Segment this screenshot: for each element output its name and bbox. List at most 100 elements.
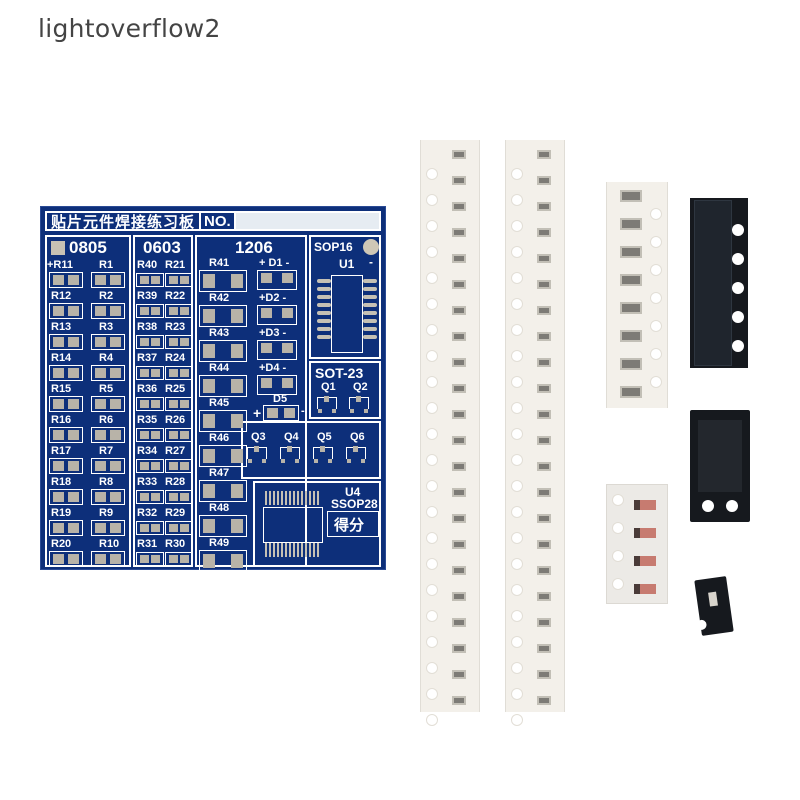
resistor-label: R44 xyxy=(209,362,230,374)
sot23-tape-hole xyxy=(732,253,744,265)
resistor-pad-0603 xyxy=(136,366,164,380)
sot23-pads xyxy=(349,409,369,413)
smd-resistor-1206 xyxy=(620,386,642,398)
resistor-label: R41 xyxy=(209,257,230,269)
ssop28-pin xyxy=(317,491,319,505)
ssop28-pin xyxy=(309,491,311,505)
transistor-label: Q3 xyxy=(251,431,266,443)
resistor-label: R28 xyxy=(165,476,186,488)
resistor-pad-0603 xyxy=(165,397,193,411)
diode-pad xyxy=(257,375,297,395)
sprocket-hole xyxy=(650,236,662,248)
smd-resistor xyxy=(537,514,551,523)
smd-resistor xyxy=(452,618,466,627)
diode-pad xyxy=(263,405,299,421)
sot23-pads xyxy=(317,409,337,413)
ssop28-pin xyxy=(297,491,299,505)
ssop28-pin xyxy=(313,491,315,505)
smd-resistor xyxy=(537,306,551,315)
transistor-label: Q6 xyxy=(350,431,365,443)
sprocket-hole xyxy=(612,494,624,506)
resistor-pad-1206 xyxy=(199,340,247,362)
resistor-label: R42 xyxy=(209,292,230,304)
ssop-chip xyxy=(694,576,734,636)
smd-resistor xyxy=(452,228,466,237)
pcb-title-bar: 贴片元件焊接练习板 NO. xyxy=(45,211,381,231)
smd-resistor xyxy=(537,566,551,575)
resistor-label: R27 xyxy=(165,445,186,457)
resistor-pad-0805 xyxy=(91,365,125,381)
resistor-pad-0603 xyxy=(136,552,164,566)
diode-label: +D2 - xyxy=(259,292,287,304)
smd-resistor xyxy=(537,696,551,705)
transistor-label: Q5 xyxy=(317,431,332,443)
sprocket-hole xyxy=(426,402,438,414)
fiducial-pad xyxy=(51,241,65,255)
sprocket-hole xyxy=(511,246,523,258)
resistor-pad-0603 xyxy=(165,428,193,442)
section-1206-label: 1206 xyxy=(235,238,273,257)
sop16-ic-chip xyxy=(690,410,750,522)
ssop28-pin xyxy=(317,543,319,557)
resistor-label: R9 xyxy=(99,507,114,519)
resistor-pad-1206 xyxy=(199,515,247,537)
resistor-pad-0805 xyxy=(91,334,125,350)
resistor-label: R20 xyxy=(51,538,72,550)
sprocket-hole xyxy=(426,220,438,232)
sot23-pads xyxy=(247,459,267,463)
sot23-footprint xyxy=(349,396,369,409)
resistor-pad-0805 xyxy=(49,551,83,567)
smd-resistor-1206 xyxy=(620,218,642,230)
resistor-pad-1206 xyxy=(199,305,247,327)
sprocket-hole xyxy=(426,532,438,544)
ssop28-label: SSOP28 xyxy=(331,497,378,511)
resistor-label: R32 xyxy=(137,507,158,519)
resistor-pad-1206 xyxy=(199,445,247,467)
ssop28-pin xyxy=(269,543,271,557)
resistor-pad-0603 xyxy=(165,459,193,473)
resistor-pad-0603 xyxy=(165,490,193,504)
resistor-pad-0805 xyxy=(49,365,83,381)
smd-resistor xyxy=(537,488,551,497)
ssop-chip-marking xyxy=(708,591,718,607)
resistor-pad-1206 xyxy=(199,375,247,397)
sprocket-hole xyxy=(426,480,438,492)
score-box: 得分 xyxy=(327,511,379,537)
smd-resistor-1206 xyxy=(620,246,642,258)
sprocket-hole xyxy=(426,454,438,466)
sop16-pin xyxy=(317,295,331,299)
resistor-label: R18 xyxy=(51,476,72,488)
sot23-pads xyxy=(280,459,300,463)
smd-resistor xyxy=(452,384,466,393)
transistor-label: Q1 xyxy=(321,381,336,393)
sot23-tape-hole xyxy=(732,282,744,294)
sop16-label: SOP16 xyxy=(314,240,353,254)
resistor-pad-0603 xyxy=(136,521,164,535)
resistor-pad-0805 xyxy=(91,396,125,412)
resistor-pad-1206 xyxy=(199,550,247,572)
resistor-pad-0603 xyxy=(165,552,193,566)
resistor-pad-0805 xyxy=(91,458,125,474)
smd-resistor xyxy=(537,228,551,237)
sprocket-hole xyxy=(426,688,438,700)
sop16-pin xyxy=(363,319,377,323)
sop16-pin xyxy=(317,279,331,283)
sot23-label: SOT-23 xyxy=(315,365,364,381)
smd-resistor xyxy=(537,540,551,549)
smd-resistor-1206 xyxy=(620,190,642,202)
diode-pad xyxy=(257,270,297,290)
smd-resistor xyxy=(452,202,466,211)
mounting-hole-pad xyxy=(363,239,379,255)
sop16-pin xyxy=(363,303,377,307)
sprocket-hole xyxy=(511,220,523,232)
section-ssop28: U4 SSOP28 得分 xyxy=(253,481,381,567)
sop16-tape-hole xyxy=(702,500,714,512)
sot23-cover-film xyxy=(694,200,732,366)
sprocket-hole xyxy=(511,454,523,466)
sprocket-hole xyxy=(426,168,438,180)
ssop28-pin xyxy=(301,491,303,505)
resistor-label: R46 xyxy=(209,432,230,444)
sprocket-hole xyxy=(511,688,523,700)
resistor-label: R33 xyxy=(137,476,158,488)
resistor-label: R22 xyxy=(165,290,186,302)
